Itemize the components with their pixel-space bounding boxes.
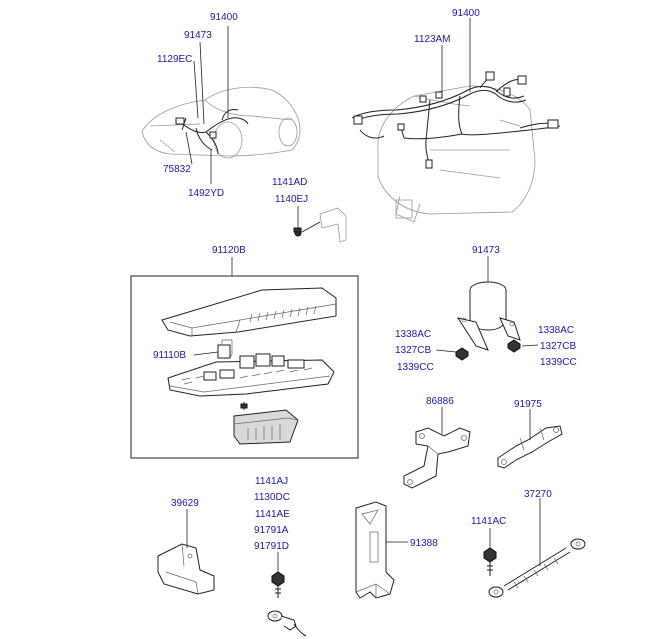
strap-bolt[interactable] [483,547,497,576]
callout-1492yd[interactable]: 1492YD [188,188,224,199]
callout-1141ae[interactable]: 1141AE [255,509,290,520]
ground-strap[interactable] [488,538,586,598]
car-leader-lines [185,26,229,184]
engine-leader-lines [441,18,471,92]
callout-1141ad[interactable]: 1141AD [272,177,307,188]
callout-91975[interactable]: 91975 [514,399,542,410]
callout-1141aj[interactable]: 1141AJ [255,476,288,487]
callout-91791a[interactable]: 91791A [254,525,289,536]
callout-86886[interactable]: 86886 [426,396,454,407]
nut-left[interactable] [455,347,469,361]
ground-terminal[interactable] [267,610,307,637]
callout-1327cb-right[interactable]: 1327CB [540,341,576,352]
callout-1339cc-right[interactable]: 1339CC [540,357,577,368]
callout-75832[interactable]: 75832 [163,164,191,175]
callout-39629[interactable]: 39629 [171,498,199,509]
relay-box-frame [130,275,359,459]
relay-box-body[interactable] [167,353,335,397]
callout-37270[interactable]: 37270 [524,489,552,500]
engine-wiring-harness[interactable] [351,71,561,169]
callout-1123am[interactable]: 1123AM [414,34,451,45]
nut-right[interactable] [507,339,521,353]
callout-1338ac-right[interactable]: 1338AC [538,325,574,336]
vehicle-outline [141,86,301,159]
clip-block-39629[interactable] [157,543,215,595]
callout-1327cb-left[interactable]: 1327CB [395,345,431,356]
relay[interactable] [217,339,233,359]
bracket-91388[interactable] [355,501,395,599]
ground-bolt[interactable] [271,571,285,598]
callout-91400-engine[interactable]: 91400 [452,8,480,19]
callout-91400-car[interactable]: 91400 [210,12,238,23]
callout-1338ac-left[interactable]: 1338AC [395,329,431,340]
callout-1339cc-left[interactable]: 1339CC [397,362,434,373]
nut-right-leader [521,344,539,347]
callout-91473-car[interactable]: 91473 [184,30,212,41]
callout-91110b[interactable]: 91110B [153,350,186,361]
callout-91791d[interactable]: 91791D [254,541,289,552]
callout-91473-protector[interactable]: 91473 [472,245,500,256]
nut-left-leader [435,349,457,353]
bracket-86886[interactable] [403,427,471,489]
callout-91388[interactable]: 91388 [410,538,438,549]
harness-protector[interactable] [456,281,521,351]
callout-1140ej[interactable]: 1140EJ [275,194,308,205]
relay-leader [193,351,219,356]
relay-box-lower-cover[interactable] [233,402,299,445]
callout-91120b[interactable]: 91120B [212,245,246,256]
engine-outline [377,85,536,223]
engine-harness-on-vehicle[interactable] [175,109,249,155]
callout-1129ec[interactable]: 1129EC [157,54,192,65]
relay-box-cover[interactable] [161,287,337,337]
callout-1141ac[interactable]: 1141AC [471,516,506,527]
callout-1130dc[interactable]: 1130DC [254,492,290,503]
bracket-91975[interactable] [497,425,563,469]
bolt-bracket-assembly[interactable] [293,207,347,243]
